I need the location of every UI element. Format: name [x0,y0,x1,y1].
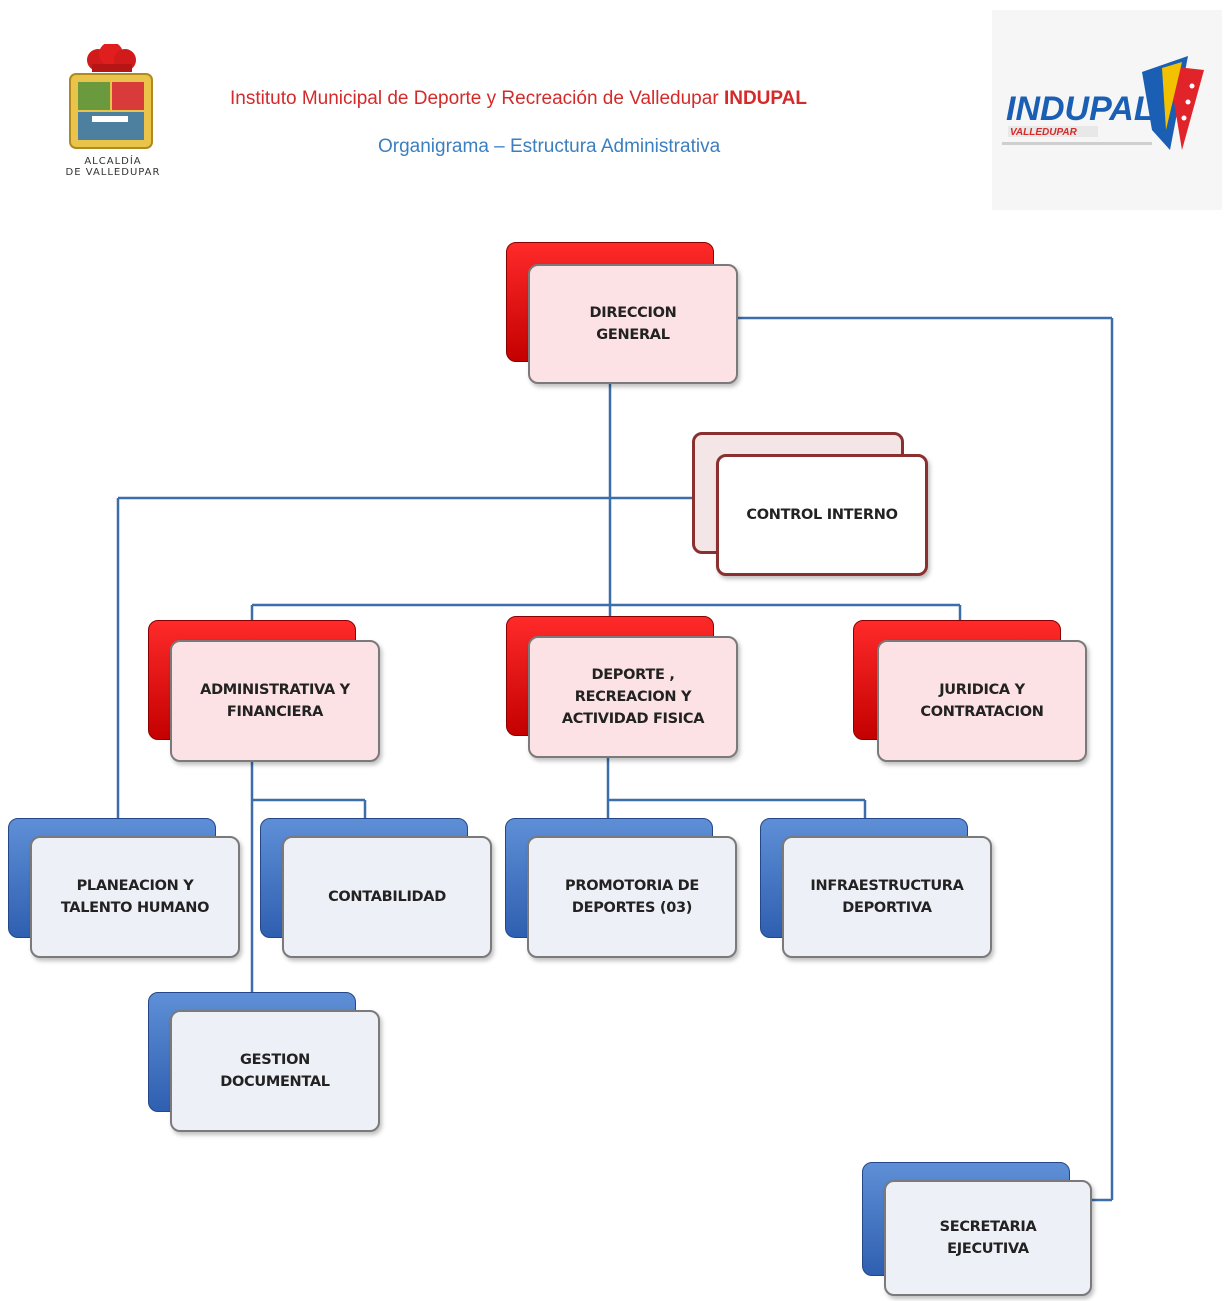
node-promotoria-label: PROMOTORIA DE DEPORTES (03) [565,878,699,916]
node-deporte: DEPORTE , RECREACION Y ACTIVIDAD FISICA [506,616,740,760]
alcaldia-coat-of-arms-logo [48,42,178,184]
node-juridica: JURIDICA Y CONTRATACION [853,620,1087,764]
node-planeacion-label: PLANEACION Y TALENTO HUMANO [60,878,210,916]
node-infraestructura-label: INFRAESTRUCTURA DEPORTIVA [810,878,964,916]
node-control-interno: CONTROL INTERNO [692,432,928,578]
organigram-subtitle: Organigrama – Estructura Administrativa [378,136,721,157]
node-deporte-label: DEPORTE , RECREACION Y ACTIVIDAD FISICA [561,667,705,727]
node-gestion-label: GESTION DOCUMENTAL [220,1052,330,1090]
institute-title: Instituto Municipal de Deporte y Recreac… [230,88,970,110]
logo-text-line1: ALCALDÍA [84,156,142,167]
node-administrativa: ADMINISTRATIVA Y FINANCIERA [148,620,382,762]
node-secretaria-label: SECRETARIA EJECUTIVA [939,1219,1037,1257]
node-control-label: CONTROL INTERNO [746,507,898,523]
logo-text-line2: DE VALLEDUPAR [65,167,161,178]
node-direccion-label: DIRECCION GENERAL [589,305,677,343]
node-promotoria: PROMOTORIA DE DEPORTES (03) [505,818,739,960]
node-gestion-documental: GESTION DOCUMENTAL [148,992,382,1134]
indupal-logo: INDUPAL VALLEDUPAR [992,10,1222,210]
node-administrativa-label: ADMINISTRATIVA Y FINANCIERA [200,682,350,720]
institute-title-text: Instituto Municipal de Deporte y Recreac… [230,88,724,109]
node-direccion-general: DIRECCION GENERAL [506,242,738,384]
institute-title-bold: INDUPAL [723,88,807,109]
alcaldia-logo-text: ALCALDÍA DE VALLEDUPAR [46,156,180,178]
node-contabilidad: CONTABILIDAD [260,818,494,960]
node-infraestructura: INFRAESTRUCTURA DEPORTIVA [760,818,994,960]
indupal-logo-text: INDUPAL [1006,90,1155,128]
node-planeacion: PLANEACION Y TALENTO HUMANO [8,818,242,960]
node-contabilidad-label: CONTABILIDAD [328,889,446,905]
indupal-logo-subtext: VALLEDUPAR [1010,127,1078,138]
node-secretaria-ejecutiva: SECRETARIA EJECUTIVA [862,1162,1094,1298]
node-juridica-label: JURIDICA Y CONTRATACION [920,682,1044,720]
